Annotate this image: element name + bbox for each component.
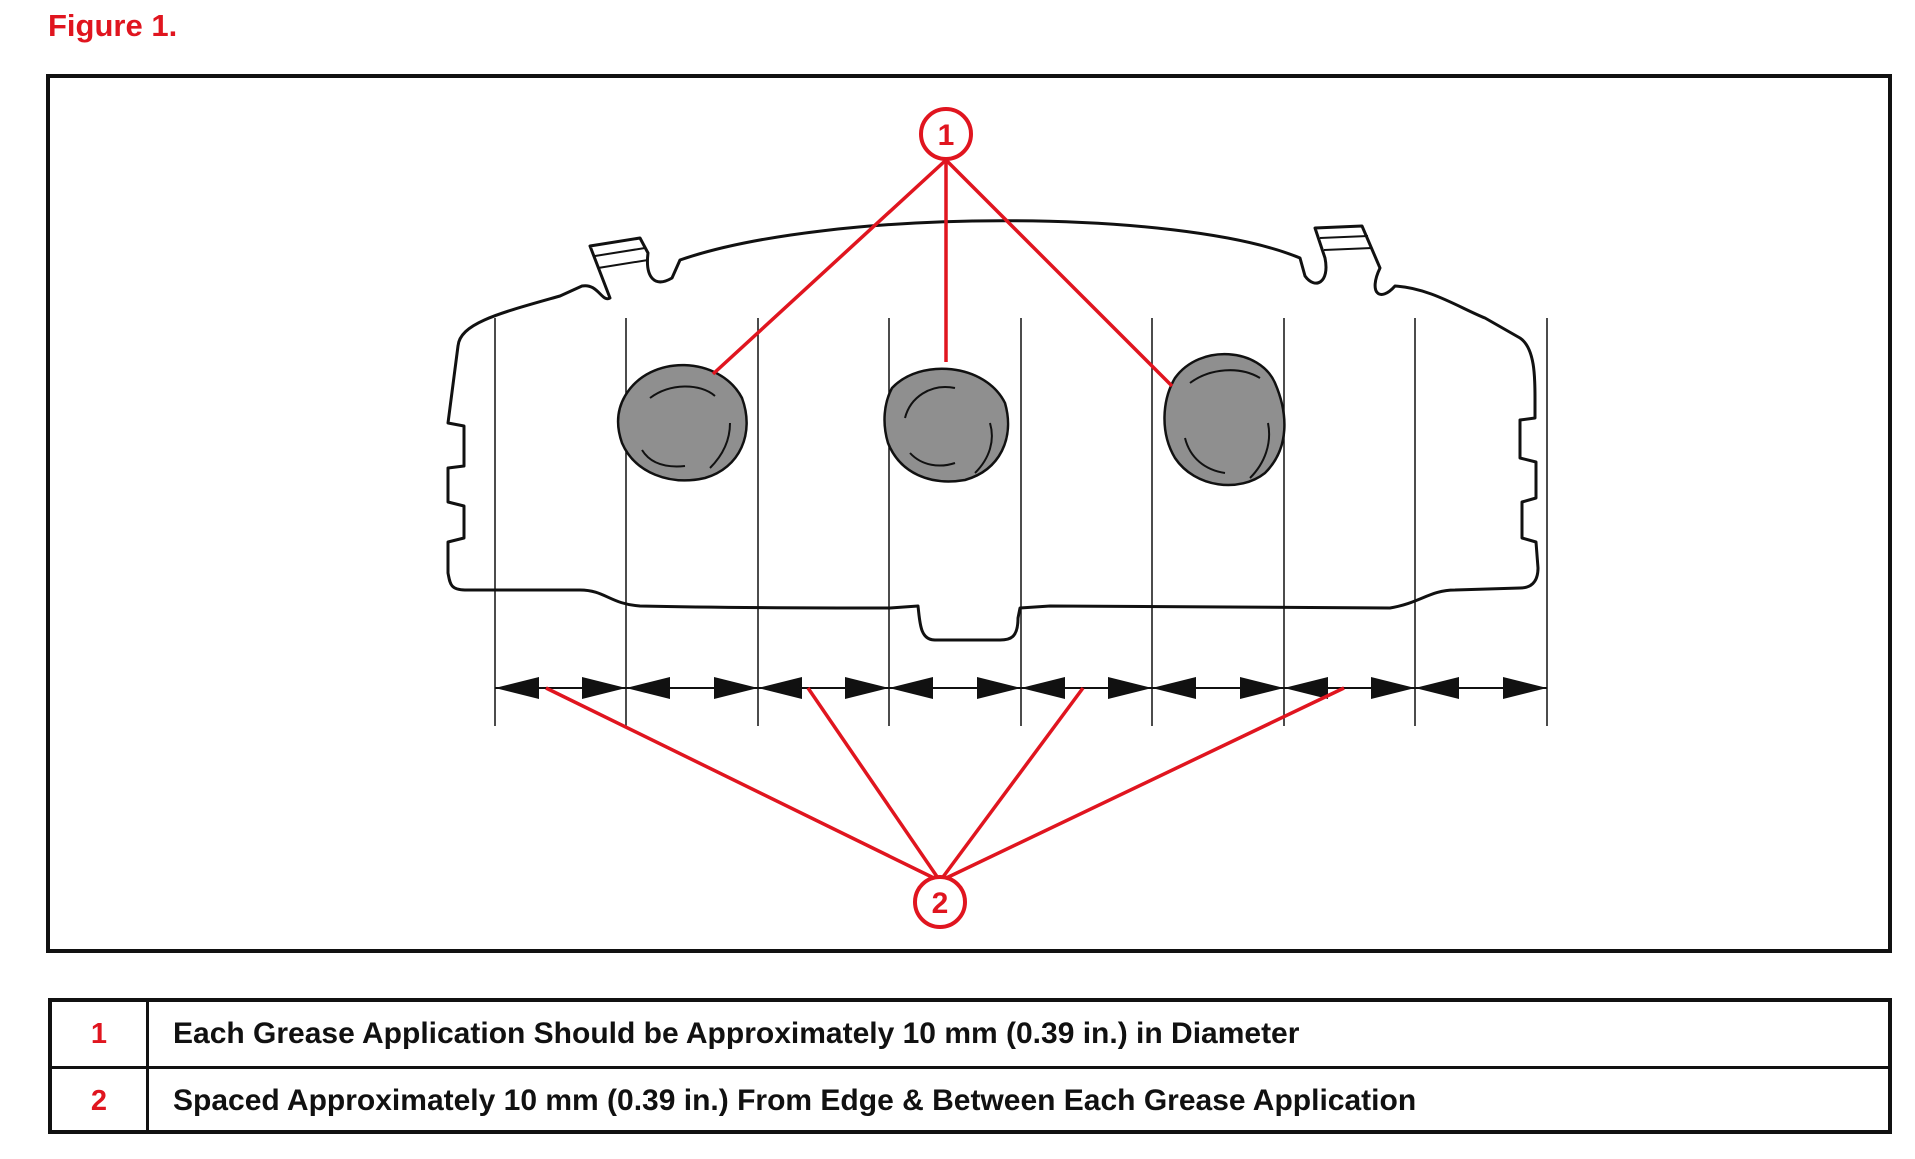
grease-application-1 [616,363,748,482]
figure-label: Figure 1. [48,8,178,43]
arrowhead-left [758,677,802,699]
callout-1: 1 [919,107,973,161]
arrowhead-left [1021,677,1065,699]
svg-text:2: 2 [932,887,949,920]
legend-number: 2 [52,1069,149,1133]
callout-2-leaders [545,686,1345,883]
spacing-guide-lines [494,318,1548,726]
legend-row-2: 2 Spaced Approximately 10 mm (0.39 in.) … [52,1069,1888,1133]
legend-number: 1 [52,1002,149,1066]
arrowhead-left [1152,677,1196,699]
legend-table: 1 Each Grease Application Should be Appr… [48,998,1892,1134]
diagram-frame: 1 2 [46,74,1892,953]
arrowhead-right [582,677,626,699]
svg-text:1: 1 [938,119,955,152]
arrowhead-right [1108,677,1152,699]
dimension-line [495,677,1547,699]
legend-description: Each Grease Application Should be Approx… [173,1017,1300,1050]
callout-2: 2 [913,875,967,929]
arrowhead-right [714,677,758,699]
arrowhead-right [1240,677,1284,699]
arrowhead-right [845,677,889,699]
legend-row-1: 1 Each Grease Application Should be Appr… [52,1002,1888,1069]
brake-pad-diagram: 1 2 [446,107,1548,929]
arrowhead-left [626,677,670,699]
arrowhead-left [495,677,539,699]
grease-application-3 [1163,353,1286,487]
brake-pad-outline [446,219,1540,642]
arrowhead-left [1415,677,1459,699]
arrowhead-right [977,677,1021,699]
arrowhead-left [1284,677,1328,699]
grease-application-2 [883,367,1010,483]
callout-1-leaders [711,158,1174,388]
arrowhead-left [889,677,933,699]
arrowhead-right [1503,677,1547,699]
arrowhead-right [1371,677,1415,699]
legend-description: Spaced Approximately 10 mm (0.39 in.) Fr… [173,1084,1417,1117]
